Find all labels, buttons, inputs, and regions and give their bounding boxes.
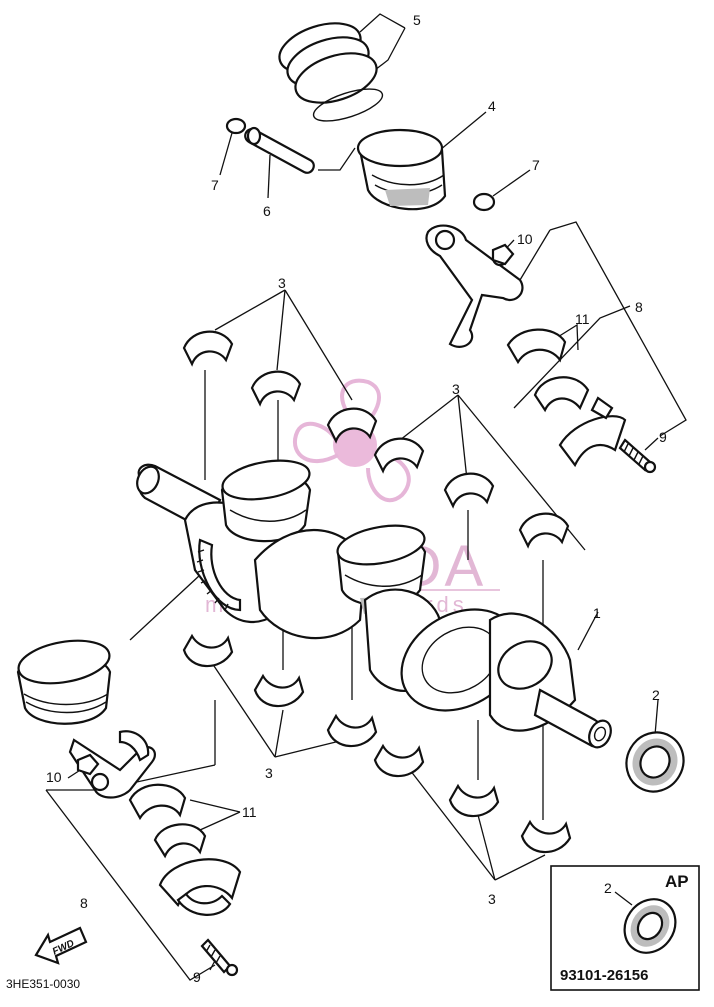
callout-11-lower: 11 xyxy=(242,804,257,820)
oil-seal xyxy=(625,731,685,793)
callout-6: 6 xyxy=(263,203,271,219)
callout-3-a: 3 xyxy=(278,275,286,291)
callout-3-c: 3 xyxy=(265,765,273,781)
piston-ring-set xyxy=(278,22,384,122)
ap-box: AP 2 93101-26156 xyxy=(550,865,700,991)
crank-bearing-shells xyxy=(182,330,572,854)
figure-code: 3HE351-0030 xyxy=(6,977,80,991)
callout-2: 2 xyxy=(652,687,660,703)
ap-title: AP xyxy=(665,872,689,891)
ap-callout-2: 2 xyxy=(604,880,612,896)
callout-8-upper: 8 xyxy=(635,299,643,315)
callout-4: 4 xyxy=(488,98,496,114)
callout-1: 1 xyxy=(593,605,601,621)
rod-bolt-lower xyxy=(200,938,239,977)
piston-lower xyxy=(16,639,112,725)
callout-labels: 5 4 7 7 6 10 8 11 9 3 3 1 2 3 3 10 11 8 … xyxy=(46,12,667,985)
callout-7-right: 7 xyxy=(532,157,540,173)
circlip-left xyxy=(225,117,247,135)
watermark-propeller-logo xyxy=(292,378,411,503)
callout-9-lower: 9 xyxy=(193,969,201,985)
rod-nut-upper xyxy=(491,243,515,266)
rod-nut-lower xyxy=(76,753,100,776)
fwd-arrow-icon: FWD xyxy=(34,926,88,965)
callout-11-upper: 11 xyxy=(575,311,590,327)
connecting-rod-lower xyxy=(68,730,156,799)
callout-9-upper: 9 xyxy=(659,429,667,445)
circlip-right xyxy=(472,192,496,212)
callout-8-lower: 8 xyxy=(80,895,88,911)
ap-oil-seal xyxy=(623,898,677,954)
piston-upper xyxy=(356,128,447,211)
callout-10-lower: 10 xyxy=(46,769,62,785)
rod-bolt-upper xyxy=(618,438,657,474)
rod-cap-upper xyxy=(506,328,627,468)
rod-cap-lower xyxy=(128,783,242,916)
callout-7-left: 7 xyxy=(211,177,219,193)
callout-5: 5 xyxy=(413,12,421,28)
piston-pin xyxy=(244,126,315,174)
callout-10-upper: 10 xyxy=(517,231,533,247)
callout-3-d: 3 xyxy=(488,891,496,907)
crankshaft xyxy=(136,459,612,749)
ap-part-number: 93101-26156 xyxy=(560,967,648,984)
connecting-rod-upper xyxy=(425,224,524,348)
callout-3-b: 3 xyxy=(452,381,460,397)
